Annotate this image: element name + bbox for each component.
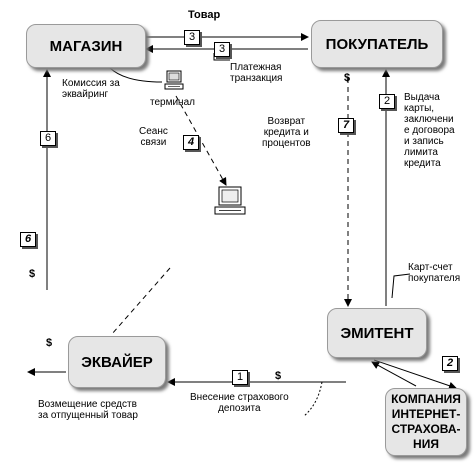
deposit-label: Внесение страхового депозита [190, 392, 289, 414]
compensation-label-line: Возмещение средств [38, 399, 137, 410]
shop-label: МАГАЗИН [49, 37, 123, 55]
goods-label: Товар [188, 9, 221, 21]
card-issue-label-line: лимита [404, 147, 438, 158]
step-badge-return: 7 [338, 118, 354, 133]
card-issue-label-line: Выдача [404, 92, 440, 103]
session-label-line: Сеанс [139, 126, 168, 137]
session-line [175, 95, 227, 186]
acquirer-node: ЭКВАЙЕР [68, 336, 166, 388]
buyer-node: ПОКУПАТЕЛЬ [311, 20, 443, 68]
insurer-label-line: НИЯ [413, 437, 439, 451]
step-badge-card-issue: 2 [379, 94, 395, 109]
step-badge-compensation-2: 6 [20, 232, 36, 247]
computer-terminal-icon [164, 70, 184, 90]
deposit-label-line: депозита [218, 403, 261, 414]
session-label-line: связи [140, 137, 167, 148]
card-issue-label-line: карты, [404, 103, 435, 114]
payment-label-line: Платежная [230, 62, 282, 73]
step-badge-session: 4 [183, 135, 199, 150]
insurer-link-arrow [373, 359, 457, 390]
insurer-label-line: ИНТЕРНЕТ- [391, 407, 461, 421]
step-badge-deposit: 1 [232, 370, 248, 385]
compensation-label-line: за отпущенный товар [38, 410, 138, 421]
currency-buyer: $ [344, 72, 351, 84]
card-issue-label-line: кредита [404, 158, 441, 169]
session-label: Сеанс связи [139, 126, 168, 148]
step-badge-payment: 3 [214, 42, 230, 57]
payment-label: Платежная транзакция [230, 62, 282, 84]
step-badge-insurer: 2 [442, 356, 458, 371]
commission-label-line: эквайринг [62, 89, 109, 100]
compensation-label: Возмещение средств за отпущенный товар [38, 399, 138, 421]
computer-acquirer-line [111, 267, 171, 335]
account-label-line: Карт-счет [408, 262, 453, 273]
currency-acquirer: $ [46, 337, 53, 349]
return-label-line: процентов [262, 138, 311, 149]
buyer-label: ПОКУПАТЕЛЬ [325, 35, 429, 53]
issuer-label: ЭМИТЕНТ [340, 324, 414, 342]
terminal-label: терминал [150, 97, 195, 108]
deposit-label-line: Внесение страхового [190, 392, 289, 403]
insurer-node: КОМПАНИЯ ИНТЕРНЕТ- СТРАХОВА- НИЯ [385, 388, 467, 456]
acquirer-label: ЭКВАЙЕР [81, 353, 153, 371]
commission-label: Комиссия за эквайринг [62, 78, 120, 100]
insurer-label-line: СТРАХОВА- [391, 422, 461, 436]
shop-node: МАГАЗИН [26, 24, 146, 68]
return-label-line: Возврат [267, 116, 306, 127]
account-label-line: покупателя [408, 273, 461, 284]
commission-label-line: Комиссия за [62, 78, 120, 89]
card-issue-label: Выдача карты, заключени е договора и зап… [404, 92, 455, 169]
card-issue-label-line: е договора [404, 125, 455, 136]
currency-deposit: $ [275, 370, 282, 382]
step-badge-compensation: 6 [40, 131, 56, 146]
currency-left-line: $ [29, 268, 36, 280]
insurer-label-line: КОМПАНИЯ [391, 392, 461, 406]
computer-icon [214, 186, 246, 215]
account-label: Карт-счет покупателя [408, 262, 460, 284]
return-label-line: кредита и [263, 127, 309, 138]
issuer-node: ЭМИТЕНТ [327, 308, 427, 358]
card-issue-label-line: и запись [404, 136, 444, 147]
return-credit-label: Возврат кредита и процентов [262, 116, 311, 149]
step-badge-goods: 3 [184, 30, 200, 45]
payment-label-line: транзакция [230, 73, 283, 84]
card-issue-label-line: заключени [404, 114, 454, 125]
